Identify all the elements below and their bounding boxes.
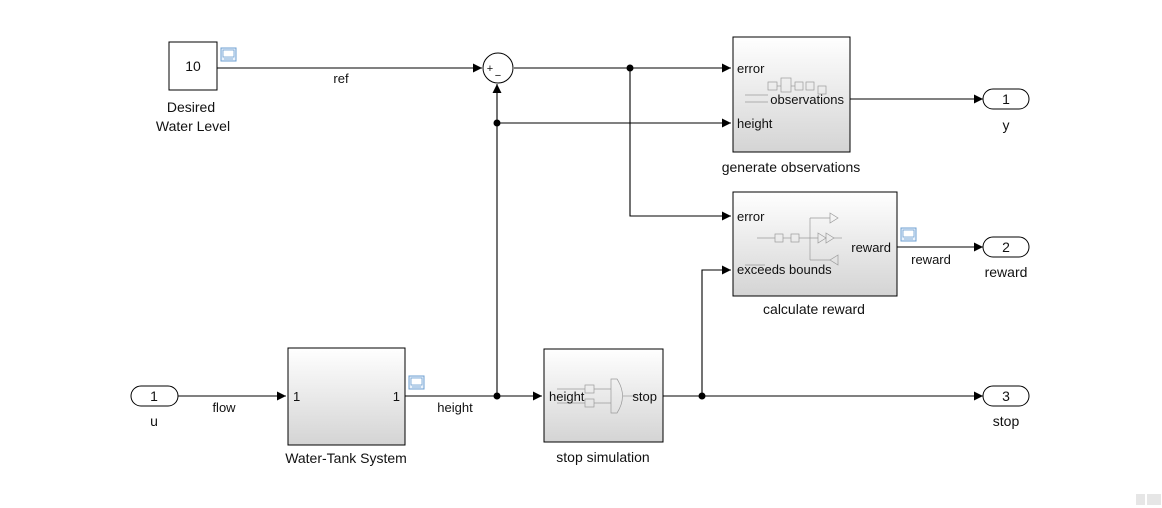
outport-name: stop: [993, 413, 1020, 429]
branch-dot: [698, 392, 706, 400]
water-tank-name: Water-Tank System: [285, 450, 407, 466]
sum-sign-minus: −: [495, 70, 501, 82]
outport-name: reward: [985, 264, 1028, 280]
stop-sim-port-stop: stop: [632, 389, 657, 404]
scope-icon[interactable]: [408, 375, 425, 390]
outport-reward-block[interactable]: 2: [982, 236, 1030, 258]
gen-obs-port-error: error: [737, 61, 765, 76]
outport-number: 3: [1002, 388, 1010, 404]
constant-value: 10: [185, 58, 201, 74]
error-branch-line[interactable]: [629, 68, 731, 221]
branch-dot: [493, 119, 501, 127]
scope-icon[interactable]: [900, 227, 917, 242]
signal-label-flow: flow: [212, 400, 236, 415]
generate-observations-name: generate observations: [722, 159, 861, 175]
water-tank-block[interactable]: 1 1: [287, 347, 406, 446]
sum-block[interactable]: + −: [482, 52, 514, 84]
constant-block-name-line1: Desired: [167, 99, 215, 115]
subsystem-preview-icon: [745, 212, 842, 266]
signal-lines: [178, 63, 983, 401]
branch-dot: [626, 64, 634, 72]
inport-u-block[interactable]: 1: [130, 385, 179, 407]
generate-observations-block[interactable]: error height observations: [732, 36, 851, 153]
outport-name: y: [1003, 117, 1010, 133]
signal-label-ref: ref: [333, 71, 349, 86]
stop-branch-line[interactable]: [701, 265, 731, 396]
branch-dot: [493, 392, 501, 400]
sum-sign-plus: +: [487, 63, 493, 75]
inport-name: u: [150, 413, 158, 429]
calc-reward-port-error: error: [737, 209, 765, 224]
outport-y-block[interactable]: 1: [982, 88, 1030, 110]
constant-block-name-line2: Water Level: [156, 118, 230, 134]
water-tank-port-in: 1: [293, 389, 300, 404]
inport-number: 1: [150, 388, 158, 404]
outport-number: 1: [1002, 91, 1010, 107]
gen-obs-port-observations: observations: [770, 92, 844, 107]
subsystem-preview-icon: [557, 378, 636, 414]
subsystem-preview-icon: [745, 77, 827, 103]
gen-obs-port-height: height: [737, 116, 773, 131]
branch-points: [493, 64, 706, 400]
calculate-reward-name: calculate reward: [763, 301, 865, 317]
water-tank-port-out: 1: [393, 389, 400, 404]
calc-reward-port-exceeds-bounds: exceeds bounds: [737, 262, 832, 277]
stop-sim-port-height: height: [549, 389, 585, 404]
stop-simulation-name: stop simulation: [556, 449, 649, 465]
signal-label-height: height: [437, 400, 473, 415]
outport-number: 2: [1002, 239, 1010, 255]
corner-widget-icon[interactable]: [1136, 494, 1161, 505]
constant-block[interactable]: 10: [168, 41, 218, 91]
signal-label-reward: reward: [911, 252, 951, 267]
stop-simulation-block[interactable]: height stop: [543, 348, 664, 443]
scope-icon[interactable]: [220, 47, 237, 62]
calc-reward-port-reward: reward: [851, 240, 891, 255]
calculate-reward-block[interactable]: error exceeds bounds reward: [732, 191, 898, 297]
outport-stop-block[interactable]: 3: [982, 385, 1030, 407]
